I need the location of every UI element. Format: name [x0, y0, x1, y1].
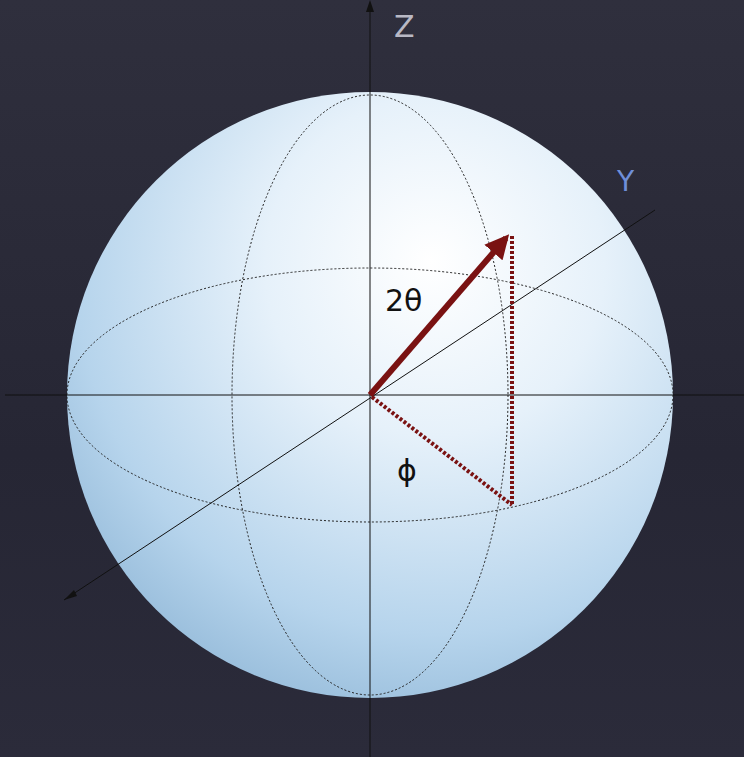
z-axis — [370, 12, 371, 757]
projection-line — [510, 236, 514, 505]
angle-label: 2θ — [385, 286, 422, 316]
projection-line — [372, 397, 512, 505]
z-arrow — [366, 0, 374, 12]
axis-arrow — [64, 590, 77, 600]
state-vector — [370, 238, 506, 395]
axis-label: Z — [394, 12, 415, 42]
angle-label: ϕ — [397, 456, 417, 486]
y-axis — [64, 210, 655, 600]
axis-label: Y — [617, 168, 634, 196]
